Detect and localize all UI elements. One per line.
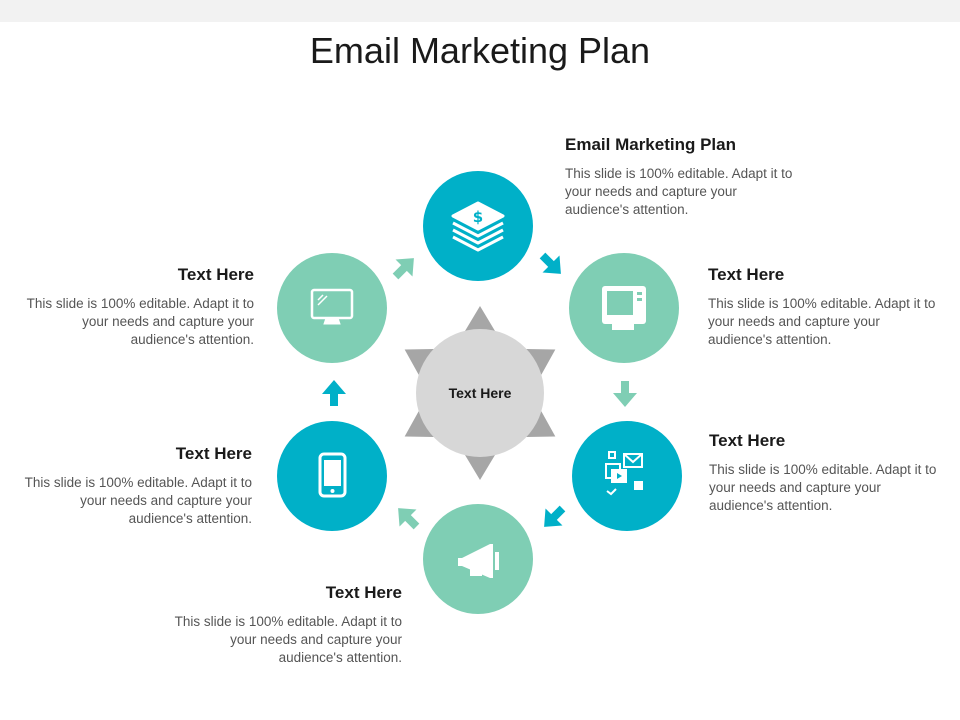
node-lower-left	[277, 421, 387, 531]
cycle-arrow-upper-right-to-lower-right	[613, 381, 637, 407]
monitor-icon	[310, 288, 354, 325]
text-block-lower-right-heading: Text Here	[709, 431, 786, 450]
svg-text:$: $	[473, 208, 483, 226]
smartphone-icon	[318, 452, 347, 498]
text-block-lower-left: Text Here This slide is 100% editable. A…	[22, 444, 252, 528]
cycle-arrow-upper-left-to-top	[392, 258, 414, 280]
slide-title: Email Marketing Plan	[309, 30, 651, 71]
cycle-arrow-lower-left-to-upper-left	[322, 380, 346, 406]
text-block-upper-left-heading: Text Here	[177, 265, 254, 284]
text-block-bottom: Text Here This slide is 100% editable. A…	[172, 583, 402, 667]
cycle-arrow-bottom-to-lower-left	[398, 508, 420, 530]
computer-icon	[602, 286, 646, 330]
top-band	[0, 0, 960, 22]
node-lower-right	[572, 421, 682, 531]
text-block-lower-left-body: This slide is 100% editable. Adapt it to…	[24, 475, 252, 526]
social-media-icon	[605, 451, 643, 496]
node-upper-left	[277, 253, 387, 363]
text-block-bottom-body: This slide is 100% editable. Adapt it to…	[174, 614, 402, 665]
center-hub	[416, 329, 544, 457]
cycle-arrow-top-to-upper-right	[539, 252, 561, 274]
text-block-upper-left-body: This slide is 100% editable. Adapt it to…	[26, 296, 254, 347]
text-block-lower-right-body: This slide is 100% editable. Adapt it to…	[709, 462, 937, 513]
text-block-top: Email Marketing Plan This slide is 100% …	[565, 135, 795, 219]
text-block-bottom-heading: Text Here	[325, 583, 402, 602]
node-upper-right	[569, 253, 679, 363]
money-stack-icon: $	[451, 201, 505, 252]
cycle-arrows	[322, 252, 637, 530]
text-block-upper-left: Text Here This slide is 100% editable. A…	[24, 265, 254, 349]
text-block-upper-right-body: This slide is 100% editable. Adapt it to…	[708, 296, 936, 347]
text-block-lower-right: Text Here This slide is 100% editable. A…	[709, 431, 939, 515]
text-block-lower-left-heading: Text Here	[175, 444, 252, 463]
text-block-top-heading: Email Marketing Plan	[565, 135, 736, 154]
cycle-arrow-lower-right-to-bottom	[544, 505, 566, 527]
text-block-top-body: This slide is 100% editable. Adapt it to…	[565, 166, 793, 217]
node-top: $	[423, 171, 533, 281]
text-block-upper-right-heading: Text Here	[708, 265, 785, 284]
node-upper-left-circle	[277, 253, 387, 363]
center-label: Text Here	[449, 385, 512, 401]
megaphone-icon	[458, 544, 499, 578]
text-block-upper-right: Text Here This slide is 100% editable. A…	[708, 265, 938, 349]
node-bottom	[423, 504, 533, 614]
